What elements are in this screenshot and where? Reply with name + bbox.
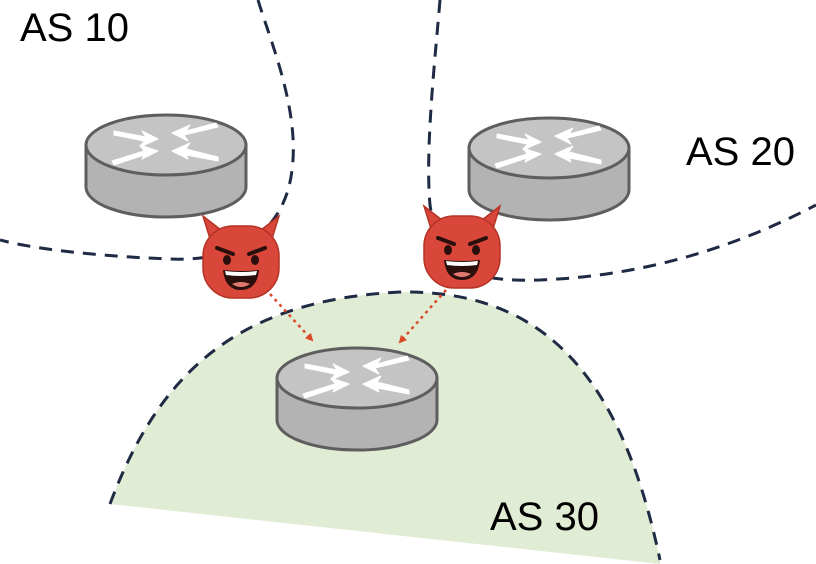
as30-label: AS 30 bbox=[490, 495, 599, 539]
router-icon bbox=[275, 346, 439, 452]
devil-emoji-icon bbox=[201, 214, 281, 300]
as30-boundary bbox=[108, 290, 662, 561]
devil-emoji-icon bbox=[422, 204, 502, 290]
attack-arrow-as10 bbox=[269, 293, 314, 342]
router-icon bbox=[467, 116, 631, 222]
attack-arrow-as20 bbox=[398, 289, 447, 344]
as10-label: AS 10 bbox=[20, 6, 129, 50]
as20-label: AS 20 bbox=[686, 130, 795, 174]
router-icon bbox=[84, 113, 248, 219]
